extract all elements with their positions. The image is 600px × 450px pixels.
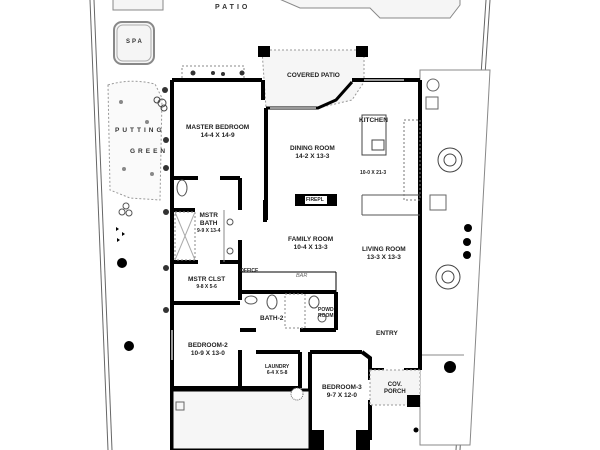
- spa-label: SPA: [126, 39, 144, 45]
- room-entry: ENTRY: [376, 330, 398, 337]
- fireplace-label: FIREPL: [306, 197, 324, 203]
- putting-label: PUTTING: [115, 127, 165, 134]
- room-cov-porch: COV. PORCH: [384, 382, 406, 395]
- patio-label: PATIO: [215, 4, 251, 11]
- room-kitchen-dim: 10-0 X 21-3: [360, 170, 387, 176]
- room-office: OFFICE: [240, 268, 259, 274]
- room-covered-patio: COVERED PATIO: [287, 72, 340, 79]
- room-powder: POWD ROOM: [318, 307, 334, 319]
- room-bath-2: BATH-2: [260, 315, 284, 322]
- green-label: GREEN: [130, 148, 169, 155]
- room-kitchen-label: KITCHEN: [359, 117, 388, 124]
- bar-label: BAR: [296, 273, 308, 279]
